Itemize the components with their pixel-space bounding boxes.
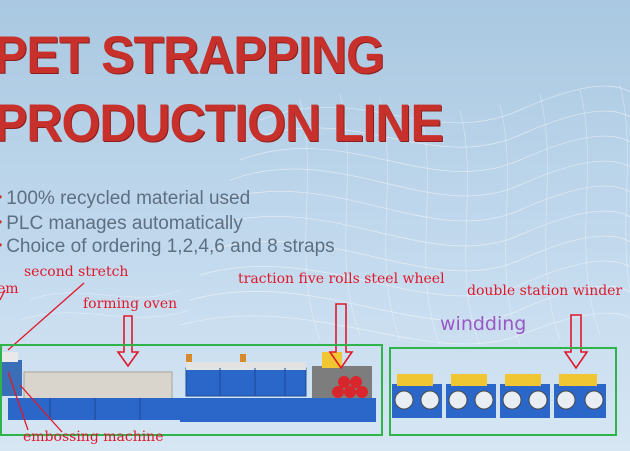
leader-line bbox=[7, 282, 85, 351]
traction-rolls-graphic bbox=[312, 352, 372, 398]
leader-line bbox=[7, 371, 29, 431]
feature-bullet: • 100% recycled material used bbox=[0, 188, 250, 210]
arrow-down-icon bbox=[328, 303, 354, 370]
forming-oven-label: forming oven bbox=[83, 296, 178, 312]
bullet-dot-icon: • bbox=[0, 215, 2, 229]
headline-line-2: PRODUCTION LINE bbox=[0, 93, 444, 153]
feature-text: Choice of ordering 1,2,4,6 and 8 straps bbox=[6, 236, 335, 257]
embossing-machine-label: embossing machine bbox=[23, 429, 164, 445]
traction-label: traction five rolls steel wheel bbox=[238, 271, 445, 287]
arrow-down-icon bbox=[563, 314, 589, 370]
feature-text: 100% recycled material used bbox=[6, 188, 251, 209]
winding-label: windding bbox=[440, 313, 527, 335]
feature-bullet: • PLC manages automatically bbox=[0, 213, 243, 235]
bullet-dot-icon: • bbox=[0, 190, 2, 204]
leader-line bbox=[19, 384, 63, 433]
double-station-winder-label: double station winder bbox=[467, 283, 623, 299]
leader-line bbox=[0, 289, 6, 301]
arrow-down-icon bbox=[116, 315, 140, 368]
feature-text: PLC manages automatically bbox=[6, 213, 243, 234]
feature-bullet: • Choice of ordering 1,2,4,6 and 8 straps bbox=[0, 236, 335, 258]
headline-line-1: PET STRAPPING bbox=[0, 25, 385, 85]
second-stretch-label: second stretch bbox=[24, 264, 129, 280]
winder-graphic bbox=[500, 374, 550, 418]
embossing-system-label: em bbox=[0, 281, 19, 297]
forming-oven-graphic bbox=[8, 371, 180, 420]
winder-graphic bbox=[446, 374, 496, 418]
winder-highlight-box bbox=[389, 347, 617, 436]
stretch-units-graphic bbox=[180, 354, 376, 422]
bullet-dot-icon: • bbox=[0, 238, 2, 252]
winder-graphic bbox=[554, 374, 606, 418]
winder-graphic bbox=[392, 374, 442, 418]
extrusion-line-highlight-box bbox=[0, 344, 383, 436]
embossing-machine-graphic bbox=[0, 352, 22, 396]
